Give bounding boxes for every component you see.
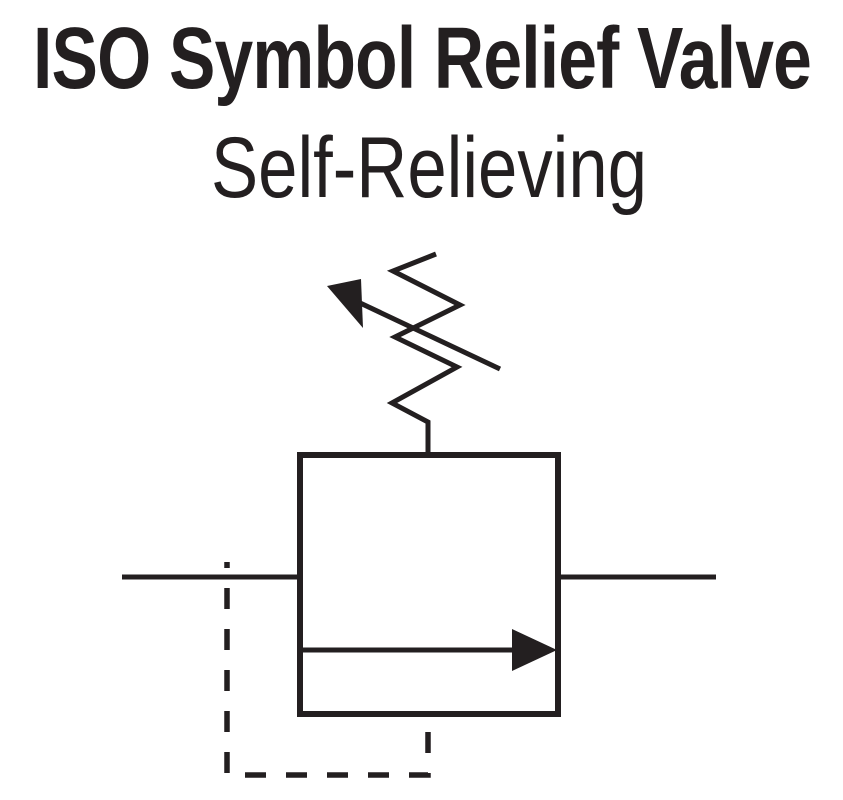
pilot-line-dashed bbox=[224, 588, 431, 778]
flow-arrow-head-icon bbox=[512, 629, 557, 671]
spring-icon bbox=[386, 251, 466, 453]
page-title: ISO Symbol Relief Valve bbox=[33, 10, 811, 107]
adjustment-arrow bbox=[327, 279, 502, 372]
adjustment-arrow-head-icon bbox=[327, 279, 363, 328]
adjustment-arrow-line bbox=[356, 299, 502, 372]
page-subtitle: Self-Relieving bbox=[211, 120, 647, 216]
adjustable-spring bbox=[386, 251, 466, 453]
valve-body-box bbox=[297, 452, 561, 717]
flow-arrow bbox=[300, 629, 557, 671]
pilot-line bbox=[224, 562, 431, 778]
